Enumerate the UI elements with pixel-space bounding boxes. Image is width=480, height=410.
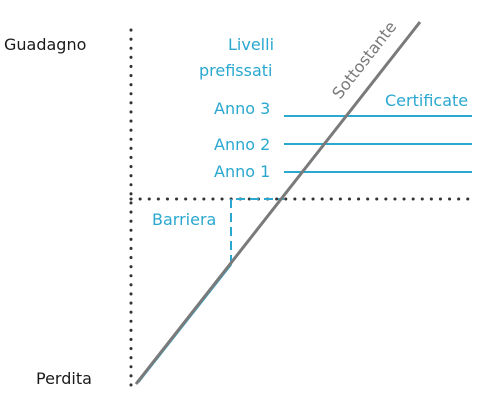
barrier-dashed-line [230, 198, 284, 264]
barrier-label: Barriera [152, 210, 216, 229]
levels-label-line1: Livelli [228, 35, 274, 54]
loss-label: Perdita [36, 369, 92, 388]
underlying-line [134, 21, 422, 385]
year3-label: Anno 3 [214, 99, 270, 118]
year1-label: Anno 1 [214, 162, 270, 181]
year2-label: Anno 2 [214, 135, 270, 154]
levels-label-line2: prefissati [199, 61, 273, 80]
gain-label: Guadagno [4, 35, 86, 54]
certificate-label: Certificate [385, 91, 468, 110]
